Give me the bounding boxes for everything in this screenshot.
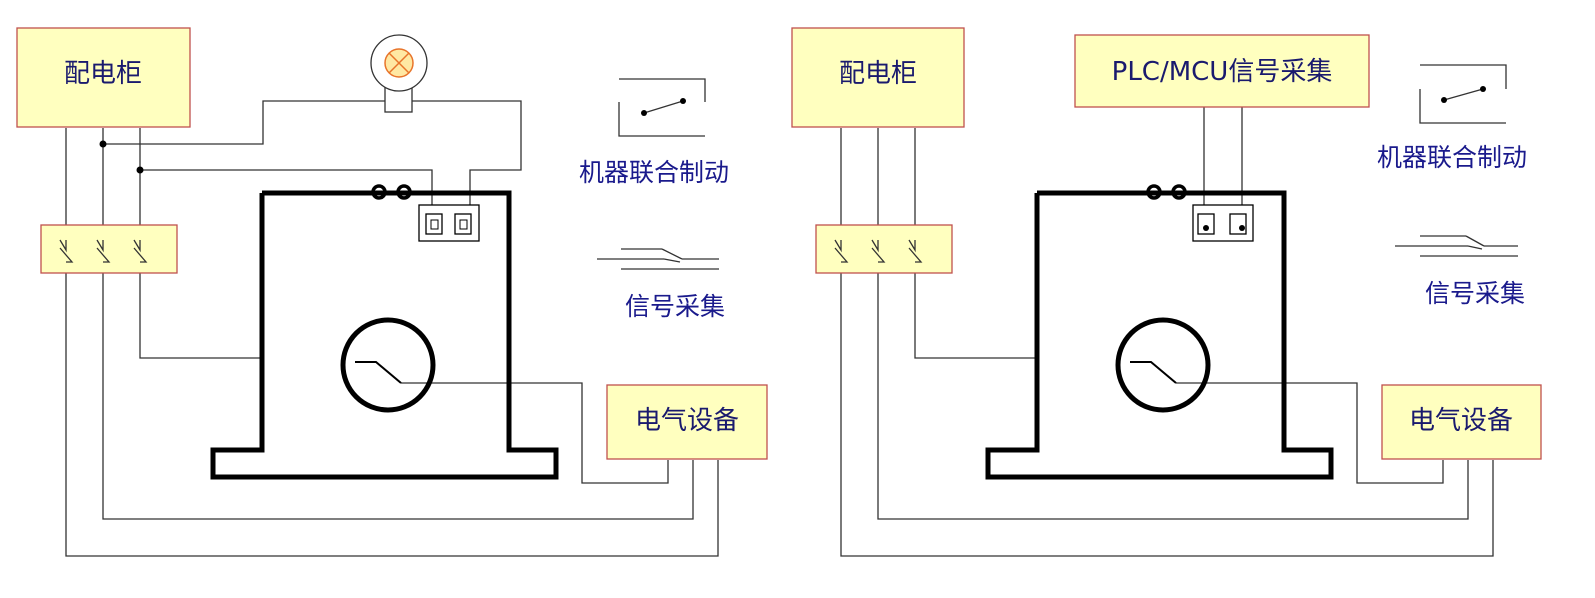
left-legend-relay-label: 机器联合制动 <box>579 158 729 187</box>
left-wires <box>65 100 719 557</box>
left-breaker-box <box>40 224 178 274</box>
right-diagram: 配电柜 PLC/MCU信号采集 <box>791 27 1542 557</box>
right-breaker-box <box>815 224 953 274</box>
right-equipment-box: 电气设备 <box>1381 384 1542 460</box>
left-cabinet-label: 配电柜 <box>64 59 142 89</box>
right-cabinet-box: 配电柜 <box>791 27 965 128</box>
right-cabinet-label: 配电柜 <box>839 59 917 89</box>
left-cabinet-box: 配电柜 <box>16 27 191 128</box>
right-plc-label: PLC/MCU信号采集 <box>1112 57 1333 87</box>
right-wires <box>840 107 1494 557</box>
right-legend-signal-label: 信号采集 <box>1425 279 1525 308</box>
left-legend-relay: 机器联合制动 <box>579 78 729 187</box>
terminal <box>1229 213 1247 235</box>
right-legend-relay-label: 机器联合制动 <box>1377 143 1527 172</box>
terminal <box>1197 213 1215 235</box>
right-current-sensor <box>985 184 1334 480</box>
left-legend-signal-label: 信号采集 <box>625 292 725 321</box>
lamp-icon <box>370 34 428 113</box>
right-equipment-label: 电气设备 <box>1409 406 1513 436</box>
left-equipment-box: 电气设备 <box>606 384 768 460</box>
junction-dot <box>136 166 144 174</box>
left-equipment-label: 电气设备 <box>635 406 739 436</box>
right-plc-box: PLC/MCU信号采集 <box>1074 34 1370 108</box>
left-current-sensor <box>210 184 559 480</box>
right-legend-signal: 信号采集 <box>1395 235 1525 308</box>
left-legend-signal: 信号采集 <box>597 248 725 321</box>
left-diagram: 配电柜 <box>16 27 768 557</box>
right-legend-relay: 机器联合制动 <box>1377 64 1527 172</box>
junction-dot <box>99 140 107 148</box>
